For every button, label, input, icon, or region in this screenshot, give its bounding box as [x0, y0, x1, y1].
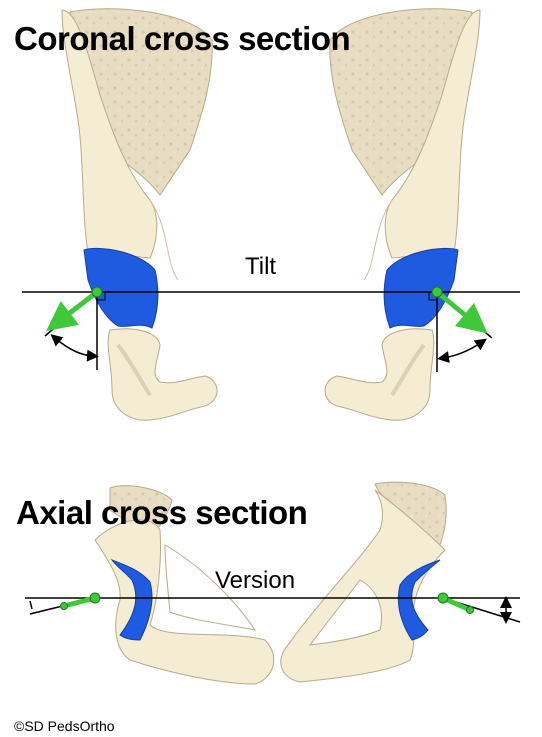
coronal-right-hip — [325, 9, 480, 420]
version-label: Version — [215, 567, 295, 595]
right-tilt-angle-arc — [443, 342, 482, 358]
copyright-notice: ©SD PedsOrtho — [14, 718, 115, 734]
left-ischium — [108, 329, 217, 420]
left-axial-hip-center — [90, 593, 100, 603]
right-hip-center — [432, 287, 442, 297]
coronal-annotations — [22, 287, 520, 372]
coronal-section-title: Coronal cross section — [14, 20, 350, 58]
tilt-label: Tilt — [245, 253, 276, 281]
left-tilt-vector — [58, 292, 97, 322]
right-tilt-vector — [437, 292, 476, 324]
right-axial-hip-center — [438, 593, 448, 603]
axial-annotations — [25, 593, 520, 622]
left-hip-center — [92, 287, 102, 297]
axial-section-title: Axial cross section — [16, 494, 307, 532]
coronal-left-hip — [62, 9, 217, 420]
left-version-angle-arc — [30, 601, 32, 609]
left-tilt-angle-arc — [55, 338, 93, 356]
right-ischium — [325, 329, 434, 420]
right-acetabulum — [384, 248, 458, 328]
